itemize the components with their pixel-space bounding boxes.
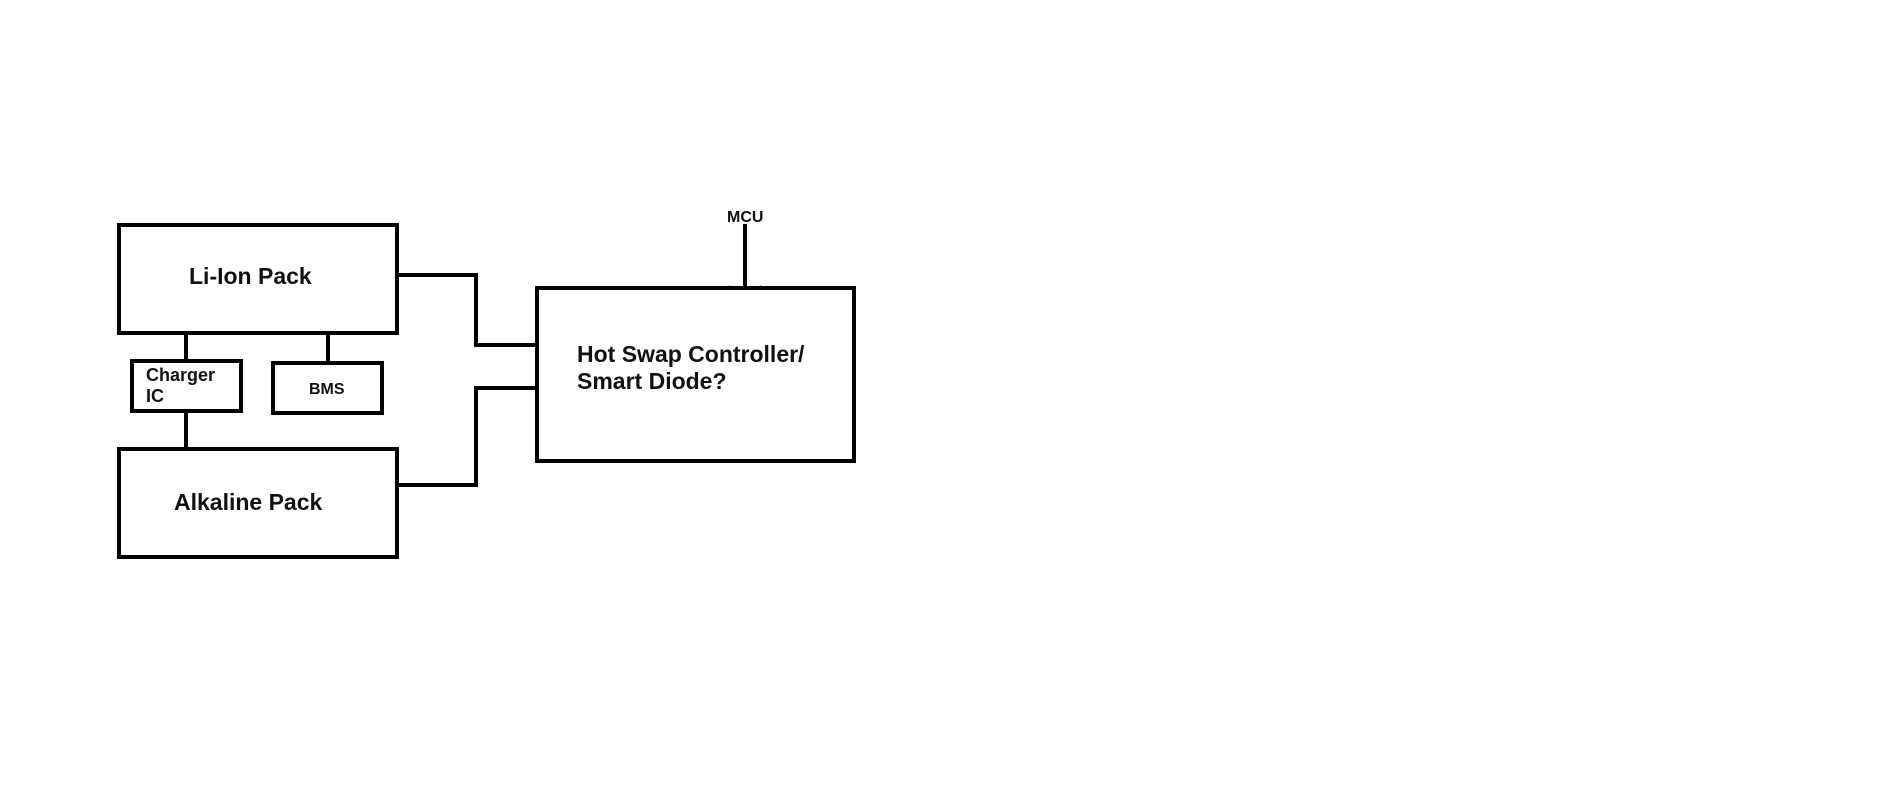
charger-ic-box bbox=[130, 359, 243, 413]
node-bms: BMS bbox=[271, 361, 384, 415]
edge-li-ion-to-hot-swap bbox=[396, 273, 537, 347]
hot-swap-controller-label-line1: Hot Swap Controller/ bbox=[577, 341, 805, 367]
hot-swap-controller-box bbox=[535, 286, 856, 463]
node-hot-swap-controller: Hot Swap Controller/ Smart Diode? bbox=[535, 286, 856, 463]
node-alkaline-pack: Alkaline Pack bbox=[117, 447, 399, 559]
alkaline-pack-label: Alkaline Pack bbox=[174, 489, 323, 515]
mcu-label: MCU bbox=[727, 209, 763, 226]
node-li-ion-pack: Li-Ion Pack bbox=[117, 223, 399, 335]
charger-ic-label-line1: Charger bbox=[146, 365, 215, 385]
bms-box bbox=[271, 361, 384, 415]
node-mcu: MCU bbox=[727, 209, 763, 226]
li-ion-pack-label: Li-Ion Pack bbox=[189, 263, 312, 289]
hot-swap-controller-label-line2: Smart Diode? bbox=[577, 368, 727, 394]
node-charger-ic: Charger IC bbox=[130, 359, 243, 413]
edge-alkaline-to-hot-swap bbox=[396, 386, 537, 487]
alkaline-pack-box bbox=[117, 447, 399, 559]
bms-label: BMS bbox=[309, 381, 345, 398]
li-ion-pack-box bbox=[117, 223, 399, 335]
charger-ic-label-line2: IC bbox=[146, 386, 164, 406]
